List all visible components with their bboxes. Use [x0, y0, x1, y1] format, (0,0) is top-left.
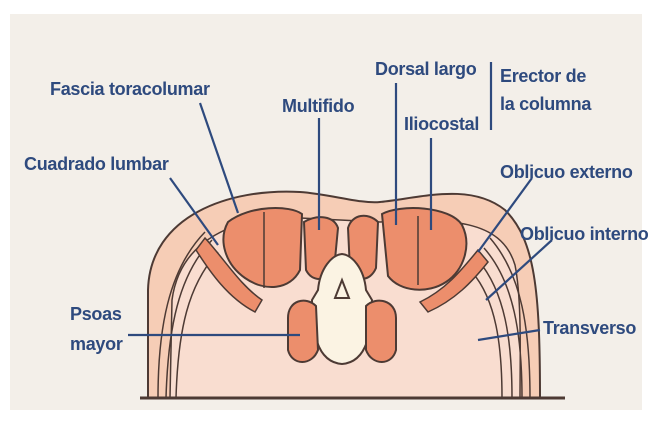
label-cuadrado-lumbar: Cuadrado lumbar	[24, 154, 169, 174]
label-dorsal-largo: Dorsal largo	[375, 59, 477, 79]
label-erector-line1: Erector de	[500, 66, 586, 86]
label-oblicuo-interno: Oblicuo interno	[520, 224, 649, 244]
label-transverso: Transverso	[543, 318, 636, 338]
label-oblicuo-externo: Oblicuo externo	[500, 162, 633, 182]
psoas-left	[288, 301, 318, 362]
label-psoas-line2: mayor	[70, 334, 123, 354]
label-fascia-toracolumar: Fascia toracolumar	[50, 79, 210, 99]
label-erector-line2: la columna	[500, 94, 592, 114]
label-multifido: Multifido	[282, 96, 355, 116]
label-iliocostal: Iliocostal	[404, 114, 479, 134]
label-psoas-line1: Psoas	[70, 304, 122, 324]
psoas-right	[366, 301, 396, 362]
